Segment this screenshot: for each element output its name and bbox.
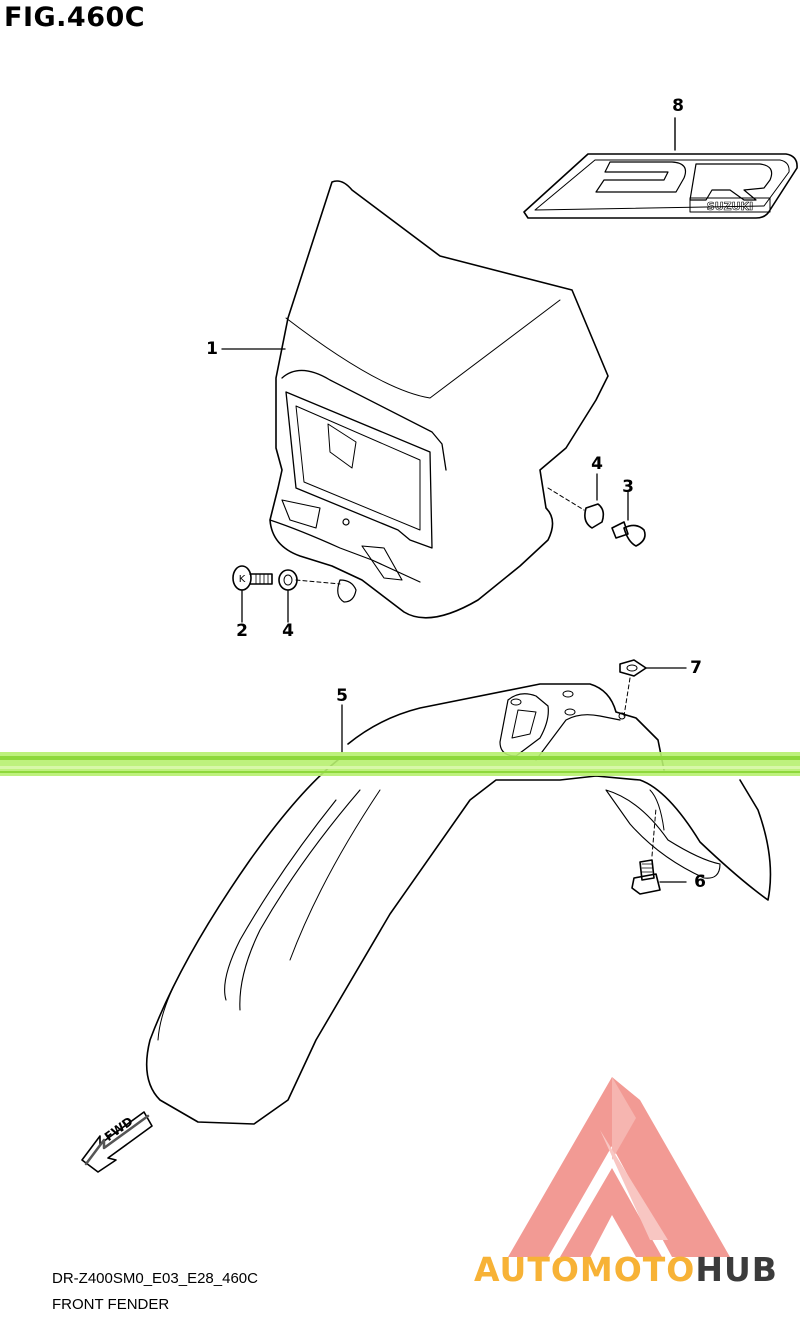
front-fender (145, 683, 772, 1125)
callout-4-right: 4 (591, 454, 603, 474)
callout-2: 2 (236, 621, 248, 641)
callout-4-left: 4 (282, 621, 294, 641)
screw-left (232, 565, 273, 623)
screw-right (611, 491, 646, 547)
figure-title: FIG.460C (4, 2, 146, 33)
cushion-left (278, 569, 341, 623)
dr-emblem-decal (523, 117, 798, 219)
callout-1: 1 (206, 339, 218, 359)
watermark-brand: AUTOMOTOHUB (474, 1250, 778, 1289)
fwd-arrow (81, 1111, 153, 1173)
watermark-stripe (0, 752, 800, 776)
callout-5: 5 (336, 686, 348, 706)
suzuki-logo-text: SUZUKI (707, 200, 753, 213)
nut (618, 659, 687, 720)
watermark-logo (508, 1077, 730, 1257)
bolt (631, 807, 687, 895)
footer-name: FRONT FENDER (52, 1296, 170, 1313)
watermark-brand-part1: AUTOMOTO (474, 1250, 696, 1289)
watermark-brand-part2: HUB (695, 1250, 778, 1289)
callout-6: 6 (694, 872, 706, 892)
callout-8: 8 (672, 96, 684, 116)
headlight-cover (221, 180, 609, 619)
callout-3: 3 (622, 477, 634, 497)
svg-text:K: K (239, 574, 246, 585)
callout-7: 7 (690, 658, 702, 678)
footer-code: DR-Z400SM0_E03_E28_460C (52, 1270, 258, 1287)
cushion-right (547, 473, 605, 529)
